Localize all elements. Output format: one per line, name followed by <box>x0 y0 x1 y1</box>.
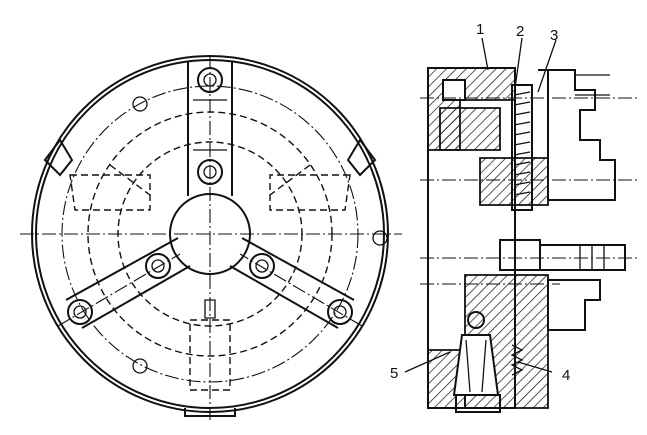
callout-leaders <box>404 37 557 373</box>
front-view <box>20 55 402 420</box>
jaw-slot-top <box>187 62 233 196</box>
scroll-disk <box>511 84 533 211</box>
callout-2: 2 <box>516 23 524 40</box>
callout-1: 1 <box>476 21 484 38</box>
hidden-pinions <box>69 164 351 391</box>
pinion <box>499 239 541 271</box>
callout-3: 3 <box>550 27 558 44</box>
callout-4: 4 <box>562 367 570 384</box>
jaw-slot-lower-left <box>57 237 191 329</box>
callout-5: 5 <box>390 365 398 382</box>
clamp-bolt <box>452 334 500 396</box>
jaw-slot-lower-right <box>229 237 363 329</box>
section-view <box>420 67 640 413</box>
jaw <box>538 69 616 201</box>
